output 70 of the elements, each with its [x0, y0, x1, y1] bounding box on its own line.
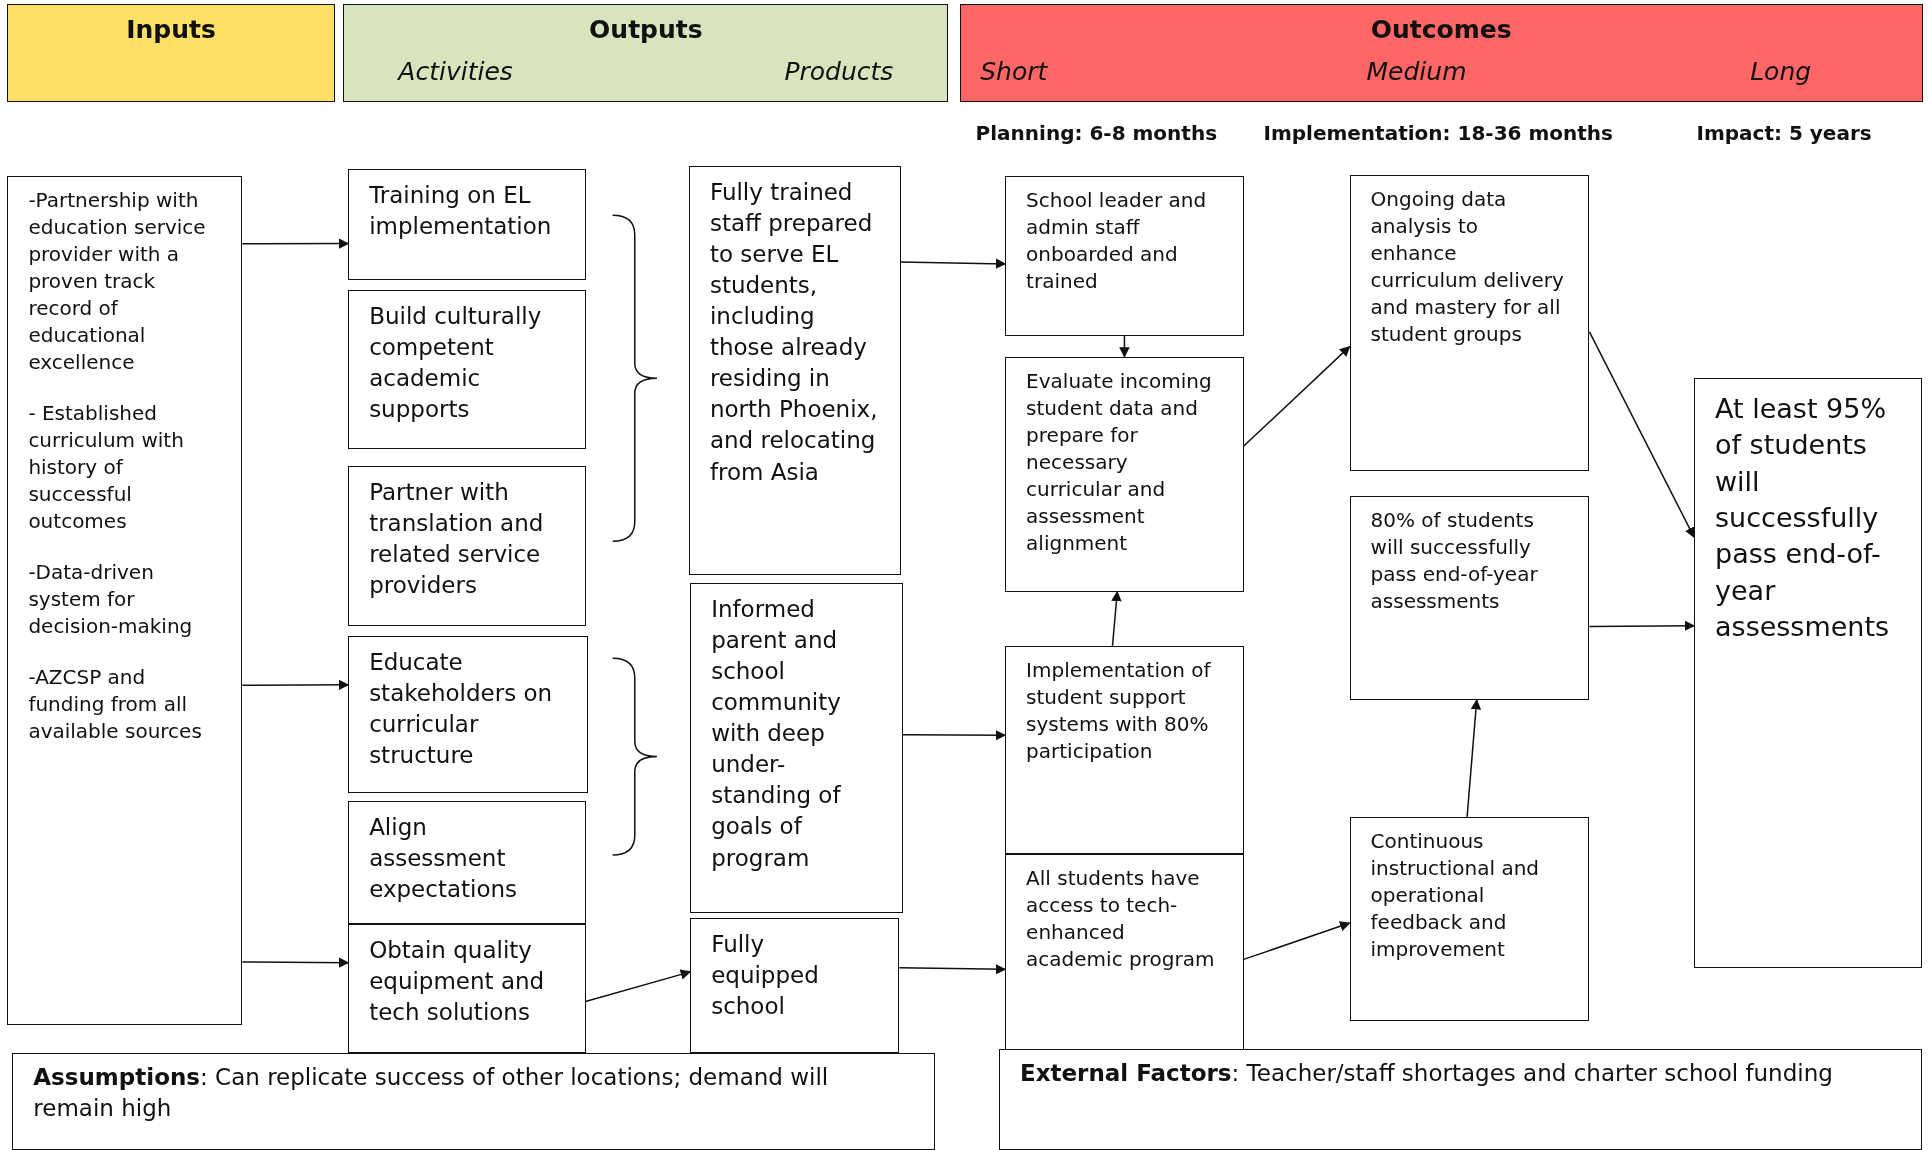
box-text: Educate stakeholders on curricular structure [369, 648, 554, 771]
arrow [584, 969, 692, 1003]
inputs-box [7, 175, 243, 1025]
column-header [959, 3, 1923, 103]
external-factors-box [998, 1049, 1922, 1150]
box-text: 80% of students will successfully pass end-of-year assessments [1370, 506, 1539, 615]
box-text: Continuous instructional and operational feedback and improvement [1370, 827, 1541, 963]
arrow [899, 258, 1007, 269]
arrow [241, 679, 350, 691]
arrow [1243, 345, 1351, 447]
input-item: - Established curriculum with history of successful outcomes [28, 399, 185, 535]
note-text: External Factors: Teacher/staff shortages and charter school funding [1019, 1059, 1834, 1089]
arrow [1243, 921, 1351, 961]
box-text: School leader and admin staff onboarded and trained [1026, 186, 1208, 295]
arrow [241, 238, 350, 249]
input-item: -Partnership with education service provider with a proven track record of educational excellence [28, 186, 207, 376]
activity-box [348, 168, 586, 281]
column-heading: Inputs [125, 14, 217, 44]
product-box [690, 583, 903, 913]
note-text: Assumptions: Can replicate success of other locations; demand will remain high [33, 1063, 830, 1124]
box-text: Informed parent and school community with deep under-standing of goals of program [711, 595, 842, 873]
column-heading: Outputs [588, 14, 704, 44]
column-heading: Outcomes [1369, 14, 1513, 44]
assumptions-box [12, 1053, 935, 1150]
box-text: At least 95% of students will successfully pass end-of-year assessments [1715, 391, 1891, 645]
box-text: Build culturally competent academic supports [369, 302, 543, 425]
arrow [1466, 698, 1482, 818]
activity-box [348, 466, 586, 627]
outcome-box [1005, 356, 1244, 592]
box-text: Evaluate incoming student data and prepare for necessary curricular and assessment alignment [1026, 367, 1213, 557]
timeline-label: Impact: 5 years [1696, 120, 1872, 145]
activity-box [348, 800, 586, 924]
outcome-box [1694, 377, 1922, 969]
box-text: All students have access to tech-enhanced academic program [1026, 864, 1216, 973]
input-item: -Data-driven system for decision-making [28, 558, 194, 640]
box-text: Fully equipped school [711, 929, 820, 1021]
outcome-box [1349, 495, 1590, 700]
box-text: Training on EL implementation [369, 180, 553, 241]
activity-box [348, 923, 586, 1054]
column-subheading: Medium [1366, 56, 1467, 86]
arrow [241, 957, 350, 968]
input-item: -AZCSP and funding from all available sources [28, 663, 203, 745]
product-box [688, 166, 901, 575]
box-text: Partner with translation and related service providers [369, 478, 545, 601]
column-subheading: Products [784, 56, 894, 86]
arrow [902, 730, 1007, 741]
outcome-box [1349, 816, 1590, 1022]
activity-box [348, 290, 586, 449]
outcome-box [1349, 174, 1590, 472]
arrow [1588, 331, 1695, 539]
box-text: Fully trained staff prepared to serve EL students, including those already residing in north Phoenix, and relocating from Asia [709, 178, 879, 487]
box-text: Implementation of student support systems with 80% participation [1026, 656, 1212, 765]
arrow [1588, 620, 1696, 631]
outcome-box [1005, 645, 1244, 854]
column-subheading: Short [980, 56, 1048, 86]
outcome-box [1005, 175, 1244, 336]
box-text: Align assessment expectations [369, 812, 519, 904]
box-text: Ongoing data analysis to enhance curriculum delivery and mastery for all student groups [1370, 185, 1565, 348]
box-text: Obtain quality equipment and tech solutions [369, 935, 546, 1027]
column-subheading: Long [1750, 56, 1812, 86]
column-subheading: Activities [398, 56, 513, 86]
timeline-label: Planning: 6-8 months [975, 120, 1218, 145]
arrow [1111, 590, 1122, 647]
arrow [898, 964, 1007, 975]
column-header [343, 3, 949, 103]
product-box [690, 917, 900, 1054]
column-header [7, 3, 335, 103]
activity-box [348, 636, 589, 794]
arrow [1119, 335, 1130, 358]
timeline-label: Implementation: 18-36 months [1263, 120, 1613, 145]
